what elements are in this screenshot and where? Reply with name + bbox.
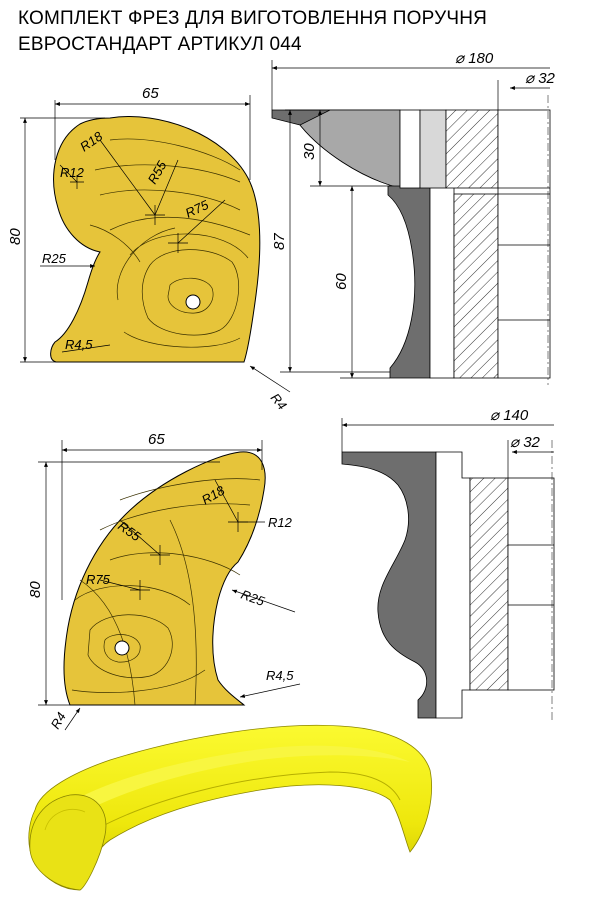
p1-r4-label: R4 (268, 390, 290, 412)
p2-r4-label: R4 (48, 710, 69, 732)
profile-2-shape (63, 451, 266, 706)
p2-width-label: 65 (148, 431, 165, 448)
p2-r25-label: R25 (239, 587, 267, 610)
c1-bore-diameter: ⌀ 32 (525, 70, 556, 87)
c1-top-height: 30 (301, 143, 318, 160)
p2-r75-label: R75 (86, 572, 111, 587)
p2-r12-label: R12 (268, 515, 293, 530)
title-line-1: КОМПЛЕКТ ФРЕЗ ДЛЯ ВИГОТОВЛЕННЯ ПОРУЧНЯ (18, 8, 488, 29)
profile-1: R18 R12 R55 R75 R25 R4,5 R4 65 80 (7, 85, 291, 413)
c1-total-height: 87 (271, 233, 288, 250)
p1-width-label: 65 (142, 85, 159, 102)
c2-bore-diameter: ⌀ 32 (510, 434, 541, 451)
p2-height-label: 80 (27, 581, 44, 598)
c2-outer-diameter: ⌀ 140 (490, 407, 529, 424)
cutter-1-lower-blade (387, 185, 431, 379)
cutter-2-blade (341, 451, 437, 719)
p1-r25-label: R25 (42, 251, 67, 266)
c1-outer-diameter: ⌀ 180 (455, 50, 494, 67)
cutter-1: ⌀ 180 ⌀ 32 30 87 60 (271, 50, 556, 385)
cutter-2: ⌀ 140 ⌀ 32 (341, 407, 555, 722)
handrail-3d-render (28, 724, 432, 891)
p1-height-label: 80 (7, 228, 24, 245)
title-line-2: ЕВРОСТАНДАРТ АРТИКУЛ 044 (18, 34, 302, 55)
p1-r12-label: R12 (60, 165, 85, 180)
p2-r45-label: R4,5 (266, 668, 294, 683)
profile-2: R18 R12 R55 R75 R25 R4,5 R4 65 80 (27, 431, 301, 732)
profile-1-shape (50, 116, 261, 363)
c1-lower-height: 60 (333, 273, 350, 290)
